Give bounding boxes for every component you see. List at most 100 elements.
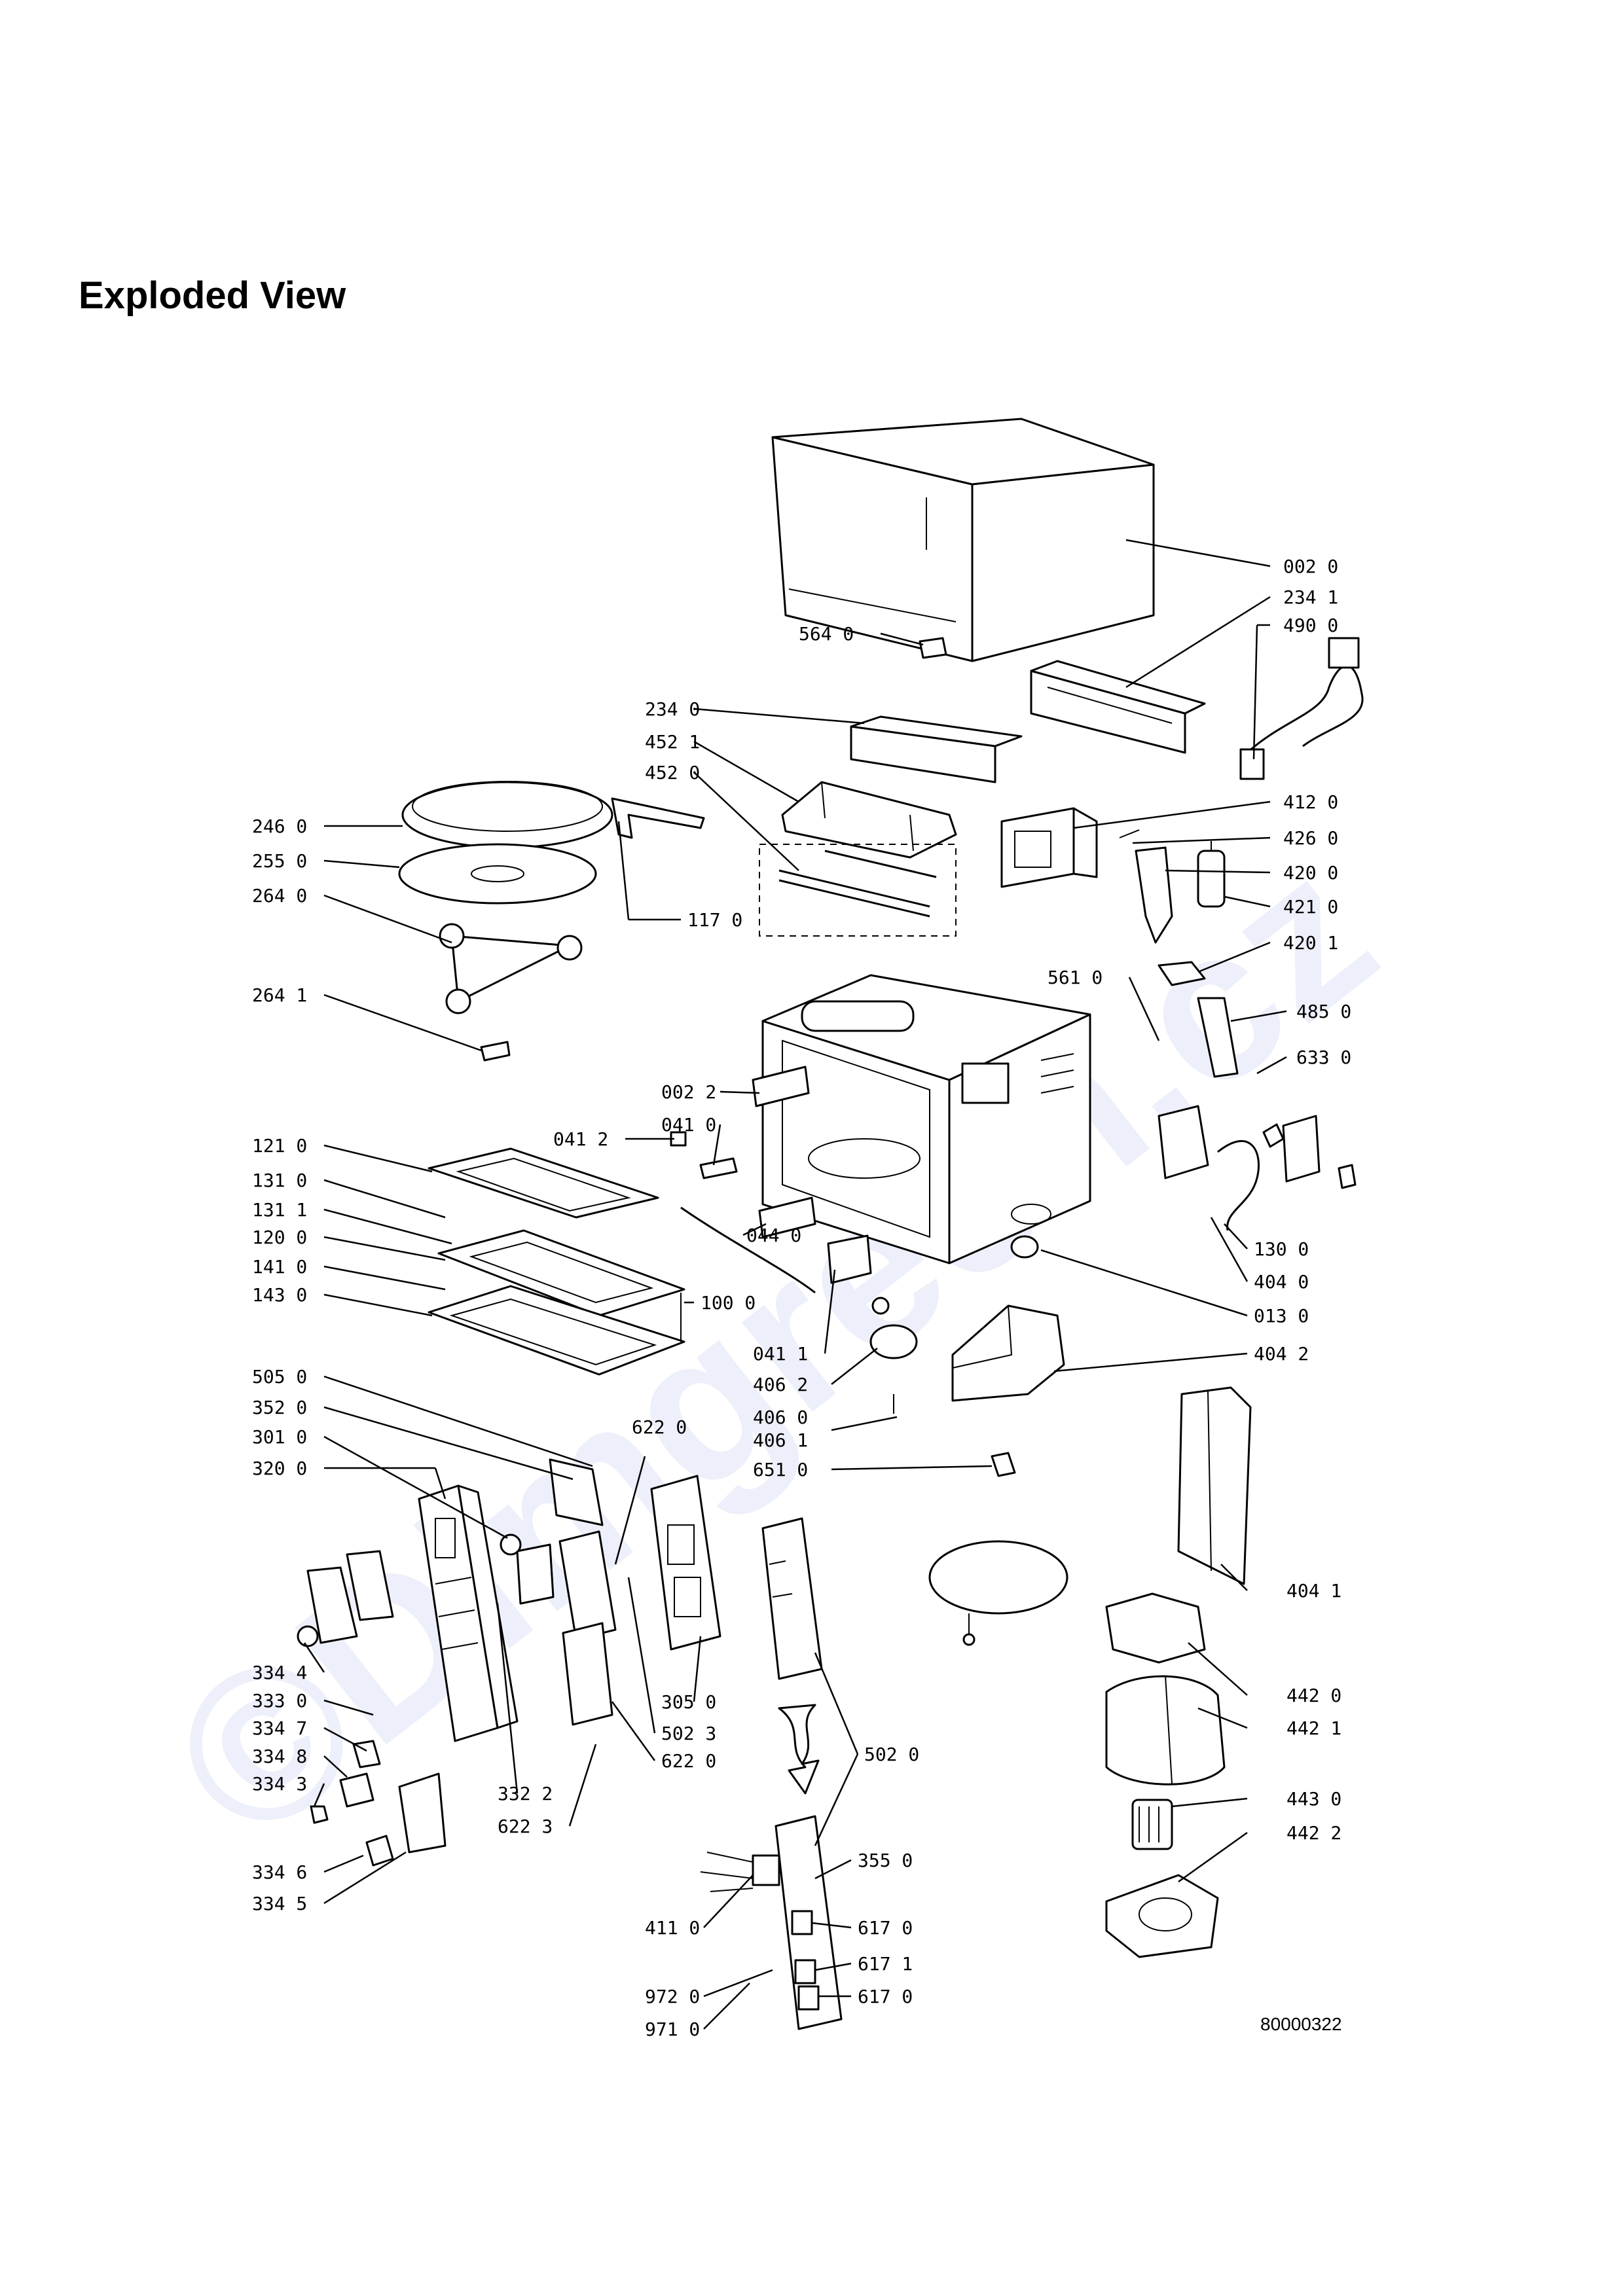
part-label: 971 0 <box>645 2018 700 2040</box>
part-label: 622 0 <box>661 1750 716 1772</box>
diode-part <box>1197 997 1239 1078</box>
part-label: 564 0 <box>799 623 854 645</box>
part-label: 121 0 <box>252 1135 307 1157</box>
part-label: 502 0 <box>864 1744 919 1765</box>
part-label: 141 0 <box>252 1256 307 1278</box>
assembly-arrow-icon <box>778 1704 820 1795</box>
part-label: 320 0 <box>252 1458 307 1479</box>
page-title: Exploded View <box>79 274 346 317</box>
capacitor-part <box>1197 841 1226 908</box>
part-label: 117 0 <box>687 909 742 931</box>
latch-117-part <box>611 797 705 839</box>
part-label: 442 0 <box>1286 1685 1341 1706</box>
top-bracket-part <box>1030 660 1206 754</box>
board-502-part <box>761 1517 823 1680</box>
part-label: 234 0 <box>645 698 700 720</box>
part-label: 622 3 <box>498 1816 553 1837</box>
coupler-part <box>480 1041 511 1062</box>
part-label: 651 0 <box>753 1459 808 1480</box>
fan-motor-part <box>1105 1592 1226 1958</box>
part-label: 442 2 <box>1286 1822 1341 1844</box>
part-label: 617 0 <box>858 1917 913 1939</box>
turntable-plate-part <box>398 843 597 905</box>
part-label: 130 0 <box>1254 1238 1309 1260</box>
part-label: 246 0 <box>252 816 307 837</box>
turntable-motor-part <box>827 1234 1016 1477</box>
part-label: 333 0 <box>252 1690 307 1712</box>
roller-support-part <box>439 923 583 1014</box>
support-plates-part <box>699 1066 816 1238</box>
part-label: 404 0 <box>1254 1271 1309 1293</box>
part-label: 334 8 <box>252 1746 307 1767</box>
part-labels: 002 0 234 1 490 0 564 0 234 0 452 1 452 … <box>252 556 1351 2040</box>
part-label: 002 2 <box>661 1081 716 1103</box>
main-pcb-part <box>700 1815 843 2030</box>
oval-cover-part <box>928 1540 1068 1646</box>
heater-cover-part <box>781 781 957 859</box>
part-label: 131 0 <box>252 1170 307 1191</box>
part-label: 131 1 <box>252 1199 307 1221</box>
outer-casing-part <box>771 418 1155 662</box>
part-label: 002 0 <box>1283 556 1338 577</box>
part-label: 044 0 <box>746 1225 801 1246</box>
air-guide-part <box>1177 1386 1252 1585</box>
part-label: 305 0 <box>661 1691 716 1713</box>
part-label: 264 1 <box>252 984 307 1006</box>
part-label: 120 0 <box>252 1227 307 1248</box>
part-label: 972 0 <box>645 1986 700 2007</box>
part-label: 452 1 <box>645 731 700 753</box>
part-label: 622 0 <box>632 1416 687 1438</box>
part-label: 420 0 <box>1283 862 1338 884</box>
leader-lines <box>303 539 1287 2030</box>
heater-rods-part <box>759 844 957 937</box>
part-label: 505 0 <box>252 1366 307 1388</box>
board-305-part <box>650 1475 721 1651</box>
power-cord-part <box>1239 637 1364 780</box>
fan-duct-part <box>951 1304 1065 1402</box>
cover-234-part <box>850 715 1023 783</box>
part-label: 442 1 <box>1286 1717 1341 1739</box>
part-label: 100 0 <box>701 1292 756 1314</box>
part-label: 406 0 <box>753 1407 808 1428</box>
fuse-holder-part <box>1119 829 1173 944</box>
part-label: 617 1 <box>858 1953 913 1975</box>
part-label: 334 5 <box>252 1893 307 1914</box>
button-set-part <box>297 1550 447 1867</box>
part-label: 255 0 <box>252 850 307 872</box>
control-panel-part <box>418 1484 519 1742</box>
part-label: 334 3 <box>252 1773 307 1795</box>
part-label: 443 0 <box>1286 1788 1341 1810</box>
part-label: 332 2 <box>498 1783 553 1804</box>
part-label: 490 0 <box>1283 615 1338 636</box>
part-label: 502 3 <box>661 1723 716 1744</box>
part-label: 013 0 <box>1254 1305 1309 1327</box>
part-label: 426 0 <box>1283 827 1338 849</box>
part-label: 485 0 <box>1296 1001 1351 1022</box>
part-label: 041 2 <box>553 1128 608 1150</box>
display-board-part <box>500 1458 617 1726</box>
part-label: 301 0 <box>252 1426 307 1448</box>
door-frame-part <box>428 1147 685 1376</box>
part-label: 452 0 <box>645 762 700 783</box>
part-label: 334 4 <box>252 1662 307 1683</box>
part-label: 143 0 <box>252 1284 307 1306</box>
part-label: 041 0 <box>661 1114 716 1136</box>
part-label: 406 1 <box>753 1429 808 1451</box>
part-label: 633 0 <box>1296 1047 1351 1068</box>
part-label: 421 0 <box>1283 896 1338 918</box>
part-label: 404 1 <box>1286 1580 1341 1602</box>
part-label: 355 0 <box>858 1850 913 1871</box>
part-label: 617 0 <box>858 1986 913 2007</box>
part-label: 041 1 <box>753 1343 808 1365</box>
part-label: 334 6 <box>252 1861 307 1883</box>
part-label: 411 0 <box>645 1917 700 1939</box>
part-label: 404 2 <box>1254 1343 1309 1365</box>
turntable-glass-part <box>401 781 613 849</box>
bracket-420-part <box>1158 961 1206 986</box>
foot-part <box>1010 1235 1039 1259</box>
part-label: 352 0 <box>252 1397 307 1418</box>
transformer-part <box>1158 1105 1357 1231</box>
part-label: 561 0 <box>1048 967 1103 988</box>
part-label: 234 1 <box>1283 586 1338 608</box>
